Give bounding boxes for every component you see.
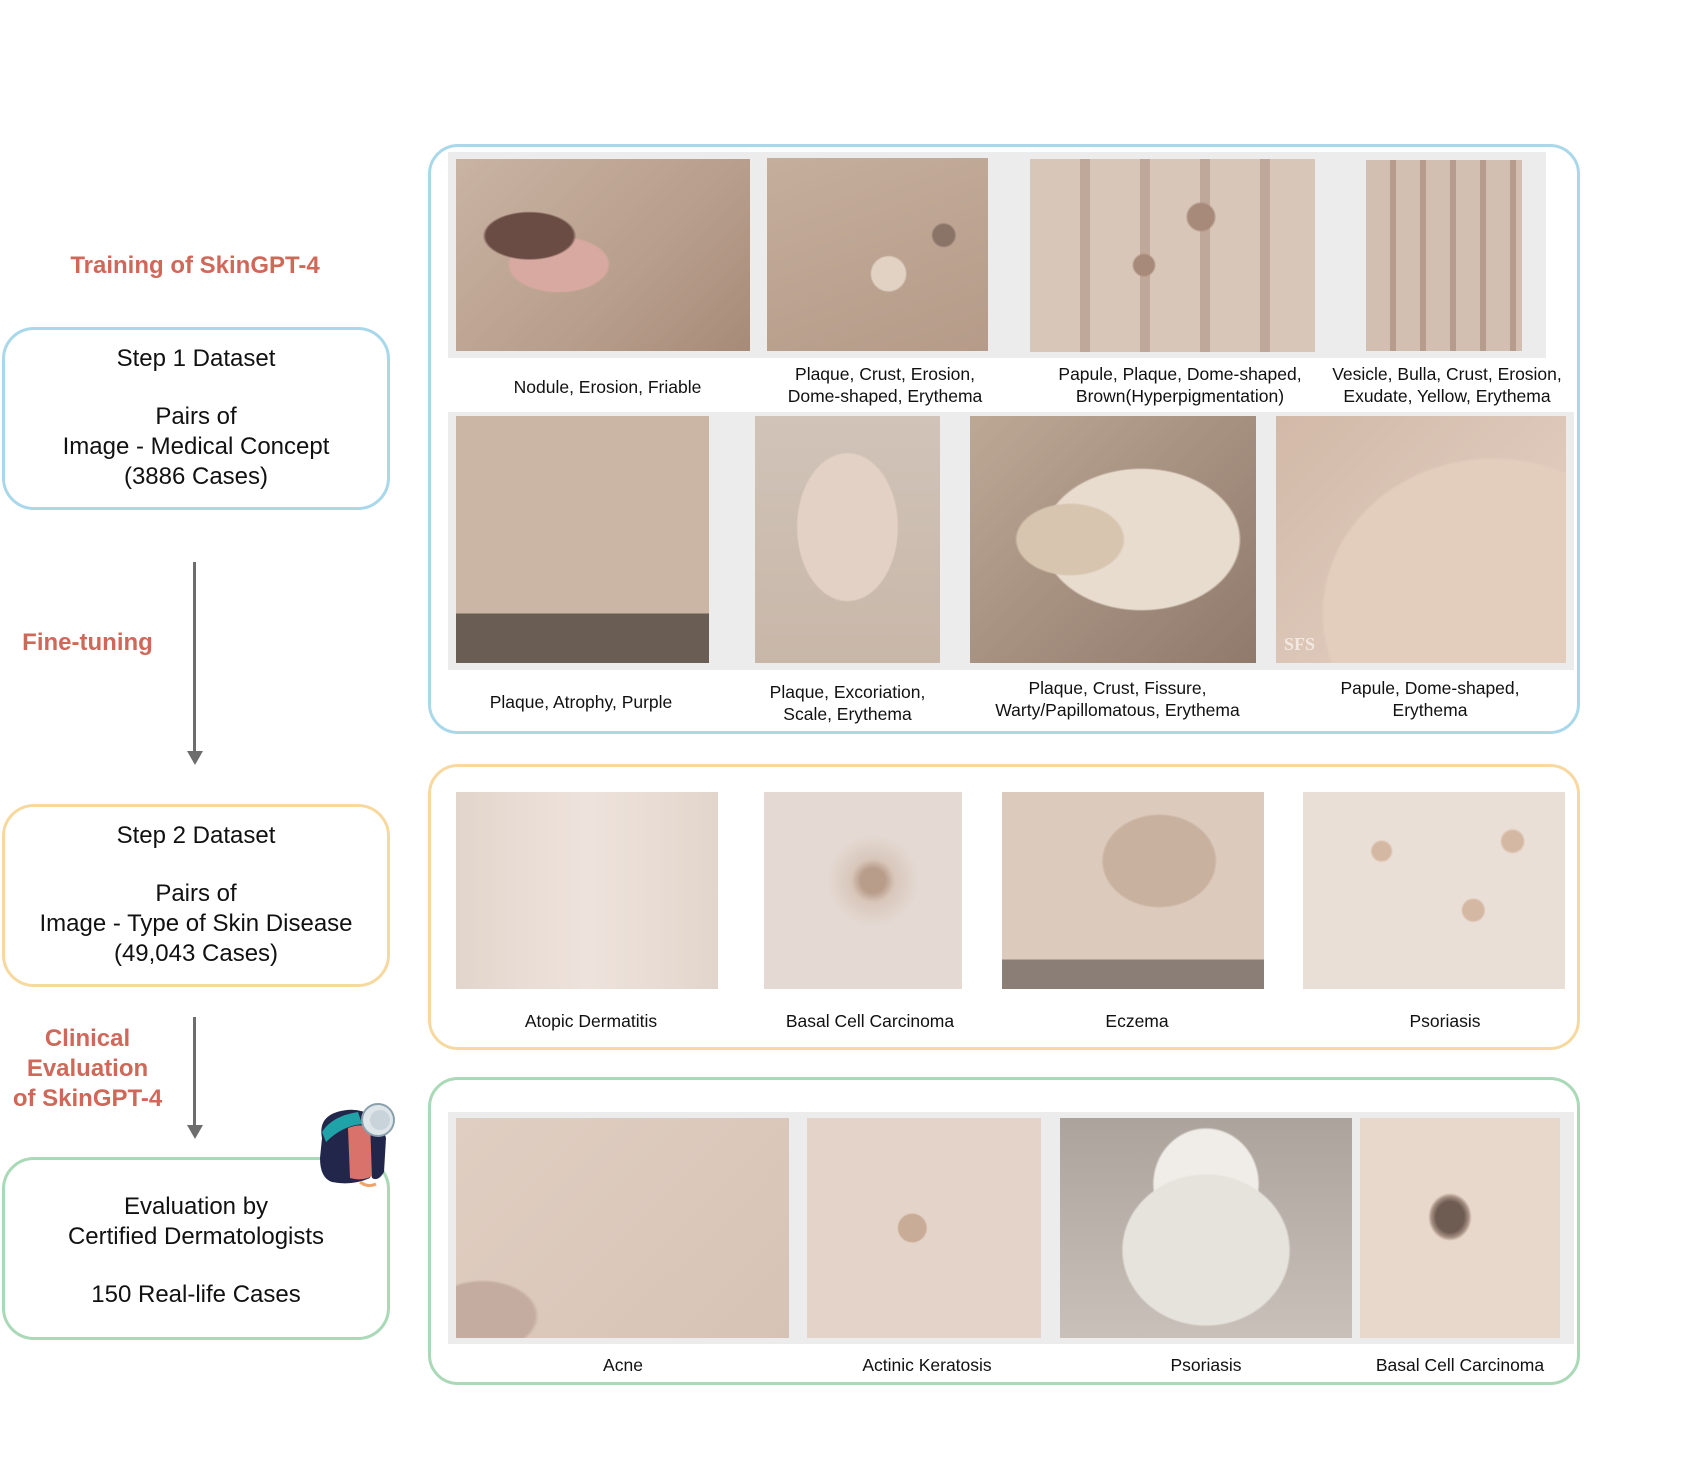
step1-line: Image - Medical Concept <box>62 433 330 460</box>
arrow-step1-to-step2 <box>193 562 196 752</box>
eval-line: Certified Dermatologists <box>67 1223 325 1250</box>
clinical-heading-line: Evaluation <box>26 1055 149 1082</box>
caption-line: Plaque, Crust, Erosion, <box>795 364 975 384</box>
photo-basal-cell-carcinoma <box>764 792 962 989</box>
eval-line: Evaluation by <box>123 1193 269 1220</box>
photo-elbow-lesion <box>970 416 1256 663</box>
caption-line: Plaque, Excoriation, <box>769 682 926 702</box>
step2-line: (49,043 Cases) <box>113 940 279 967</box>
caption-acne: Acne <box>603 1355 643 1375</box>
caption-row2-4: Papule, Dome-shaped, Erythema <box>1280 677 1580 721</box>
caption-eczema: Eczema <box>1105 1011 1169 1031</box>
arrow-step2-to-eval <box>193 1017 196 1127</box>
caption-row2-3: Plaque, Crust, Fissure, Warty/Papillomat… <box>965 677 1270 721</box>
training-heading: Training of SkinGPT-4 <box>70 252 320 279</box>
photo-mouth-lesion <box>456 159 750 351</box>
photo-basal-cell-carcinoma-2 <box>1360 1118 1560 1338</box>
step1-description: Pairs of Image - Medical Concept (3886 C… <box>5 402 387 492</box>
caption-line: Plaque, Crust, Fissure, <box>1028 678 1207 698</box>
arrow-head-icon <box>187 1125 203 1139</box>
caption-psoriasis: Psoriasis <box>1409 1011 1481 1031</box>
clinical-evaluation-heading: Clinical Evaluation of SkinGPT-4 <box>0 1024 175 1114</box>
step2-description: Pairs of Image - Type of Skin Disease (4… <box>5 879 387 969</box>
step1-line: Pairs of <box>155 403 237 430</box>
photo-back-lesion <box>456 416 709 663</box>
caption-line: Papule, Plaque, Dome-shaped, <box>1058 364 1302 384</box>
step1-title: Step 1 Dataset <box>116 345 276 372</box>
evaluation-description: Evaluation by Certified Dermatologists <box>5 1192 387 1252</box>
photo-fingers-lesion <box>1366 160 1522 351</box>
arrow-head-icon <box>187 751 203 765</box>
evaluation-cases: 150 Real-life Cases <box>91 1281 301 1308</box>
photo-psoriasis <box>1303 792 1565 989</box>
caption-line: Dome-shaped, Erythema <box>787 386 983 406</box>
step2-line: Image - Type of Skin Disease <box>39 910 353 937</box>
photo-actinic-keratosis <box>807 1118 1041 1338</box>
caption-row1-2: Plaque, Crust, Erosion, Dome-shaped, Ery… <box>740 363 1030 407</box>
caption-line: Erythema <box>1392 700 1468 720</box>
step2-dataset-box: Step 2 Dataset Pairs of Image - Type of … <box>2 804 390 987</box>
caption-line: Plaque, Atrophy, Purple <box>489 692 673 712</box>
caption-actinic-keratosis: Actinic Keratosis <box>862 1355 992 1375</box>
photo-shoulder-lesion <box>1276 416 1566 663</box>
clinical-heading-line: of SkinGPT-4 <box>12 1085 163 1112</box>
photo-face-lesion <box>767 158 988 351</box>
caption-basal-cell-carcinoma-2: Basal Cell Carcinoma <box>1375 1355 1545 1375</box>
clinical-heading-line: Clinical <box>44 1025 131 1052</box>
photo-acne <box>456 1118 789 1338</box>
finetuning-heading: Fine-tuning <box>22 629 153 656</box>
caption-row1-4: Vesicle, Bulla, Crust, Erosion, Exudate,… <box>1318 363 1576 407</box>
photo-atopic-dermatitis <box>456 792 718 989</box>
doctor-icon <box>320 1103 395 1188</box>
caption-row2-1: Plaque, Atrophy, Purple <box>436 691 726 713</box>
step2-line: Pairs of <box>155 880 237 907</box>
caption-line: Nodule, Erosion, Friable <box>513 377 702 397</box>
caption-psoriasis-2: Psoriasis <box>1170 1355 1242 1375</box>
evaluation-box: Evaluation by Certified Dermatologists 1… <box>2 1157 390 1340</box>
caption-row1-1: Nodule, Erosion, Friable <box>460 376 755 398</box>
caption-row1-3: Papule, Plaque, Dome-shaped, Brown(Hyper… <box>1030 363 1330 407</box>
caption-line: Exudate, Yellow, Erythema <box>1343 386 1551 406</box>
photo-hand-lesion <box>1030 159 1315 352</box>
caption-atopic-dermatitis: Atopic Dermatitis <box>524 1011 658 1031</box>
caption-line: Warty/Papillomatous, Erythema <box>995 700 1240 720</box>
caption-basal-cell-carcinoma: Basal Cell Carcinoma <box>785 1011 955 1031</box>
caption-line: Brown(Hyperpigmentation) <box>1075 386 1285 406</box>
photo-eczema <box>1002 792 1264 989</box>
step1-line: (3886 Cases) <box>123 463 269 490</box>
caption-line: Scale, Erythema <box>783 704 912 724</box>
step1-dataset-box: Step 1 Dataset Pairs of Image - Medical … <box>2 327 390 510</box>
caption-row2-2: Plaque, Excoriation, Scale, Erythema <box>730 681 965 725</box>
caption-line: Papule, Dome-shaped, <box>1340 678 1520 698</box>
photo-child-torso <box>755 416 940 663</box>
step2-title: Step 2 Dataset <box>116 822 276 849</box>
caption-line: Vesicle, Bulla, Crust, Erosion, <box>1332 364 1562 384</box>
photo-psoriasis-buttocks <box>1060 1118 1352 1338</box>
